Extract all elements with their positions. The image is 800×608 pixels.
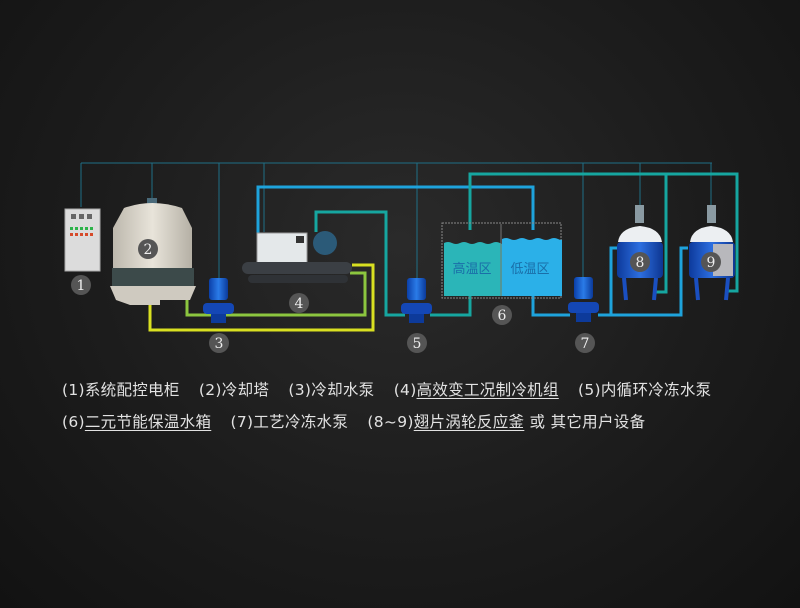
low-temp-zone-label: 低温区 <box>510 262 549 277</box>
reactor-link[interactable]: 翅片涡轮反应釜 <box>413 413 525 431</box>
svg-text:8: 8 <box>636 255 645 271</box>
legend-item-6: (6)二元节能保温水箱 <box>62 413 212 431</box>
badge-6: 6 <box>492 305 512 325</box>
inner-circulation-pump <box>401 278 432 323</box>
badge-4: 4 <box>289 293 309 313</box>
legend-item-4: (4)高效变工况制冷机组 <box>393 381 559 399</box>
legend-line-2: (6)二元节能保温水箱 (7)工艺冷冻水泵 (8~9)翅片涡轮反应釜 或 其它用… <box>62 410 659 432</box>
water-tank-link[interactable]: 二元节能保温水箱 <box>84 413 212 431</box>
chiller-return-pipe <box>314 210 405 317</box>
control-cabinet <box>64 208 101 272</box>
badge-7: 7 <box>575 333 595 353</box>
cooling-tower <box>110 198 196 305</box>
reactor-return-pipe <box>468 172 739 294</box>
legend-item-3: (3)冷却水泵 <box>288 381 375 399</box>
insulated-water-tank: 高温区 低温区 <box>441 222 562 299</box>
legend-item-1: (1)系统配控电柜 <box>62 381 180 399</box>
badge-8: 8 <box>630 252 650 272</box>
tank-feed-pipe <box>430 293 472 317</box>
process-supply-pipe <box>531 246 688 317</box>
badge-2: 2 <box>138 239 158 259</box>
svg-text:5: 5 <box>413 336 422 352</box>
legend-item-7: (7)工艺冷冻水泵 <box>230 413 349 431</box>
control-signal-lines <box>80 162 712 278</box>
legend-line-1: (1)系统配控电柜 (2)冷却塔 (3)冷却水泵 (4)高效变工况制冷机组 (5… <box>62 378 725 400</box>
svg-text:6: 6 <box>498 308 507 324</box>
legend-item-5: (5)内循环冷冻水泵 <box>578 381 712 399</box>
legend-item-2: (2)冷却塔 <box>198 381 270 399</box>
chilled-supply-pipe <box>256 185 535 234</box>
chiller-unit <box>242 231 352 283</box>
svg-text:3: 3 <box>215 336 224 352</box>
badge-1: 1 <box>71 275 91 295</box>
svg-text:9: 9 <box>707 255 716 271</box>
svg-text:1: 1 <box>77 278 86 294</box>
cooling-water-pump <box>203 278 234 323</box>
badge-9: 9 <box>701 252 721 272</box>
badge-5: 5 <box>407 333 427 353</box>
legend-item-8-9: (8~9)翅片涡轮反应釜 或 其它用户设备 <box>367 413 646 431</box>
high-temp-zone-label: 高温区 <box>452 261 491 277</box>
process-chilled-pump <box>568 277 599 322</box>
badge-3: 3 <box>209 333 229 353</box>
cooling-water-pipe-yellow <box>148 263 375 332</box>
svg-text:4: 4 <box>295 296 304 312</box>
chiller-link[interactable]: 高效变工况制冷机组 <box>416 381 559 399</box>
svg-text:2: 2 <box>144 242 153 258</box>
svg-text:7: 7 <box>581 336 590 352</box>
